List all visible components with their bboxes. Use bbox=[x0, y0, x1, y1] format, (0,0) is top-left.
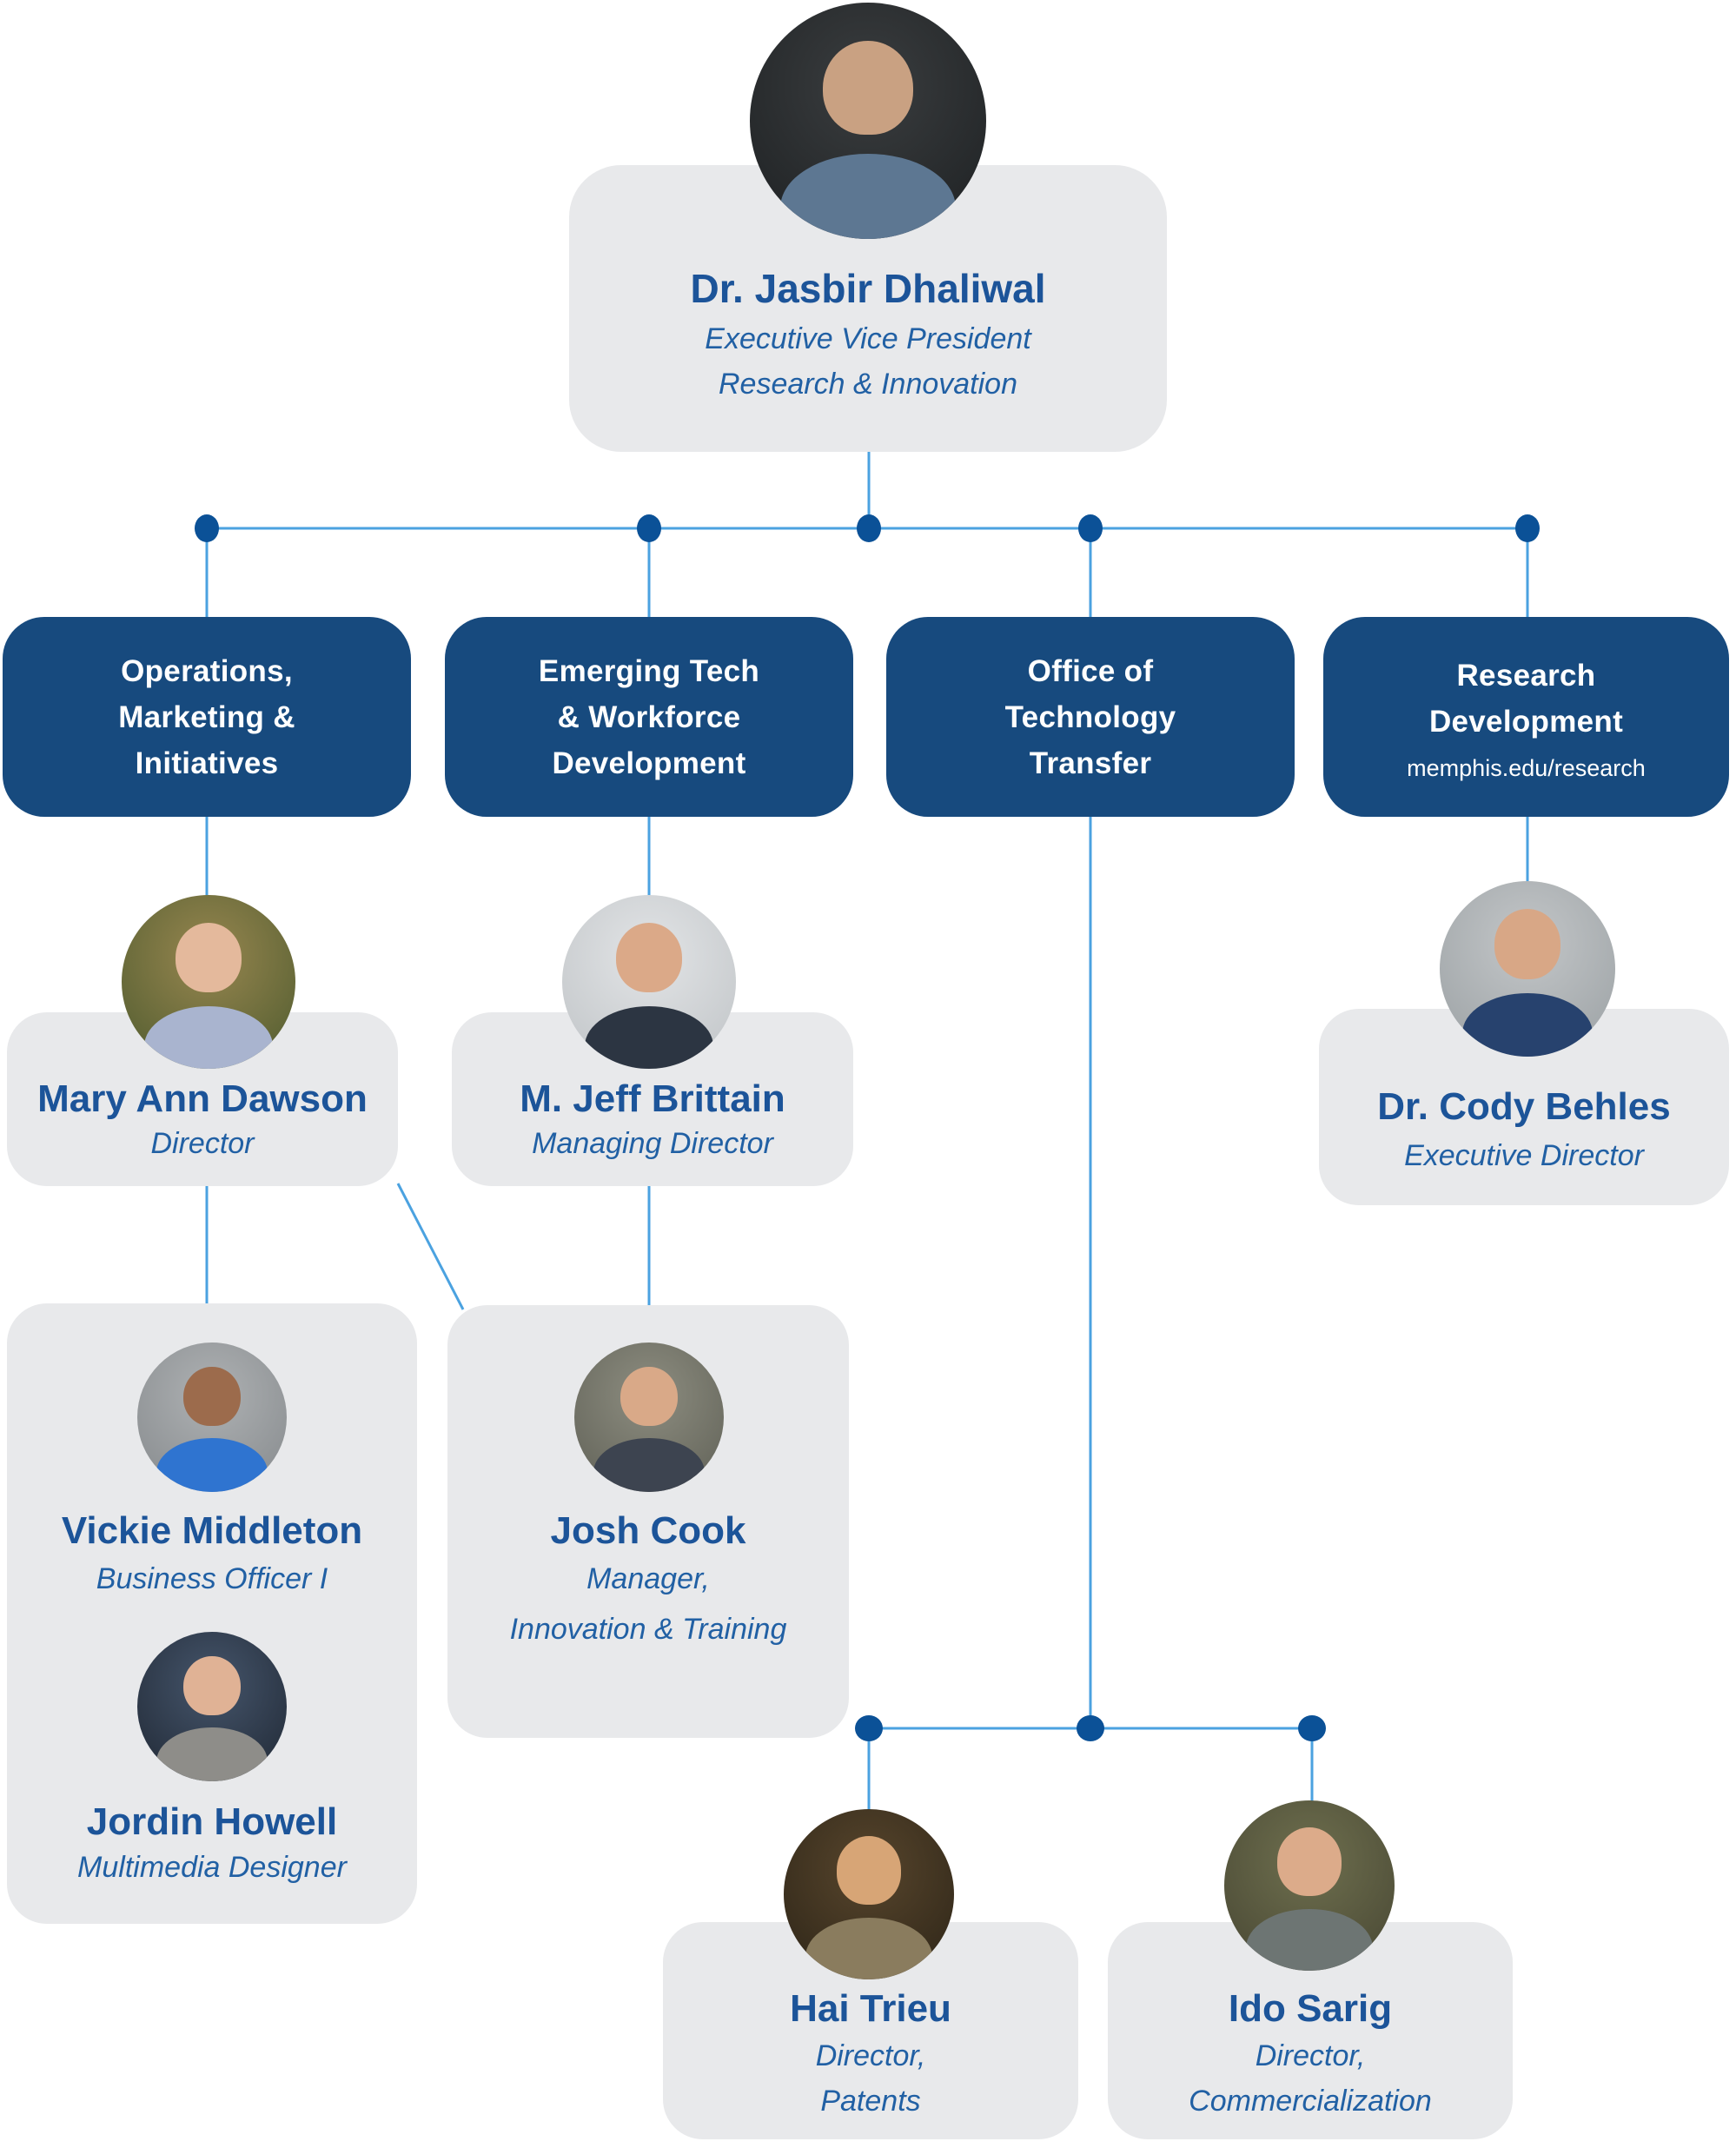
junction-dot bbox=[857, 514, 881, 542]
dept-label: Operations, bbox=[121, 653, 293, 688]
dept-label: Technology bbox=[1004, 699, 1176, 734]
dept-label: Emerging Tech bbox=[538, 653, 760, 688]
photo-josh-cook bbox=[574, 1342, 724, 1492]
person-name: Ido Sarig bbox=[1228, 1987, 1393, 2030]
photo-m-jeff-brittain bbox=[562, 895, 736, 1069]
person-role: Manager, bbox=[586, 1562, 710, 1595]
dept-label: Research bbox=[1456, 659, 1596, 693]
dept-label: Office of bbox=[1027, 653, 1154, 688]
line-dawson-to-cook-diagonal bbox=[396, 1183, 465, 1310]
dept-label: Development bbox=[1428, 705, 1624, 739]
person-name: Hai Trieu bbox=[790, 1987, 951, 2030]
photo-cody-behles bbox=[1440, 881, 1615, 1057]
dept-label: Marketing & bbox=[118, 699, 295, 734]
person-name: M. Jeff Brittain bbox=[520, 1077, 785, 1120]
photo-jordin-howell bbox=[137, 1632, 287, 1781]
person-role: Business Officer I bbox=[96, 1562, 328, 1595]
junction-dot bbox=[1515, 514, 1540, 542]
dept-url: memphis.edu/research bbox=[1407, 755, 1646, 781]
junction-dot bbox=[1077, 1715, 1104, 1741]
dept-operations-marketing-initiatives: Operations, Marketing & Initiatives bbox=[3, 617, 411, 817]
person-name: Josh Cook bbox=[550, 1509, 746, 1552]
junction-dot bbox=[195, 514, 219, 542]
person-role: Director, bbox=[1255, 2039, 1366, 2072]
junction-dot bbox=[637, 514, 661, 542]
person-role: Multimedia Designer bbox=[77, 1851, 347, 1884]
person-name: Dr. Jasbir Dhaliwal bbox=[690, 266, 1046, 311]
person-name: Jordin Howell bbox=[86, 1800, 338, 1843]
photo-mary-ann-dawson bbox=[122, 895, 295, 1069]
person-role: Director bbox=[150, 1127, 255, 1160]
dept-label: & Workforce bbox=[557, 699, 741, 734]
person-role: Executive Director bbox=[1404, 1139, 1644, 1172]
dept-label: Development bbox=[552, 746, 746, 780]
dept-label: Initiatives bbox=[135, 746, 279, 780]
dept-office-technology-transfer: Office of Technology Transfer bbox=[886, 617, 1295, 817]
person-role: Commercialization bbox=[1189, 2085, 1432, 2118]
dept-research-development: Research Development memphis.edu/researc… bbox=[1323, 617, 1729, 817]
person-role: Executive Vice President bbox=[705, 322, 1031, 355]
person-role: Director, bbox=[815, 2039, 926, 2072]
person-role: Patents bbox=[820, 2085, 921, 2118]
person-role: Research & Innovation bbox=[719, 368, 1017, 401]
photo-jasbir-dhaliwal bbox=[750, 3, 986, 239]
photo-ido-sarig bbox=[1224, 1800, 1395, 1971]
dept-label: Transfer bbox=[1029, 746, 1152, 780]
card-mary-ann-dawson: Mary Ann Dawson Director bbox=[7, 1012, 398, 1186]
dept-emerging-tech-workforce: Emerging Tech & Workforce Development bbox=[445, 617, 853, 817]
photo-hai-trieu bbox=[784, 1809, 954, 1979]
person-role: Innovation & Training bbox=[509, 1613, 787, 1646]
photo-vickie-middleton bbox=[137, 1342, 287, 1492]
junction-dot bbox=[1298, 1715, 1326, 1741]
junction-dot bbox=[1078, 514, 1103, 542]
person-name: Dr. Cody Behles bbox=[1377, 1085, 1671, 1128]
junction-dot bbox=[855, 1715, 883, 1741]
person-name: Vickie Middleton bbox=[61, 1509, 363, 1552]
person-name: Mary Ann Dawson bbox=[37, 1077, 368, 1120]
person-role: Managing Director bbox=[532, 1127, 773, 1160]
